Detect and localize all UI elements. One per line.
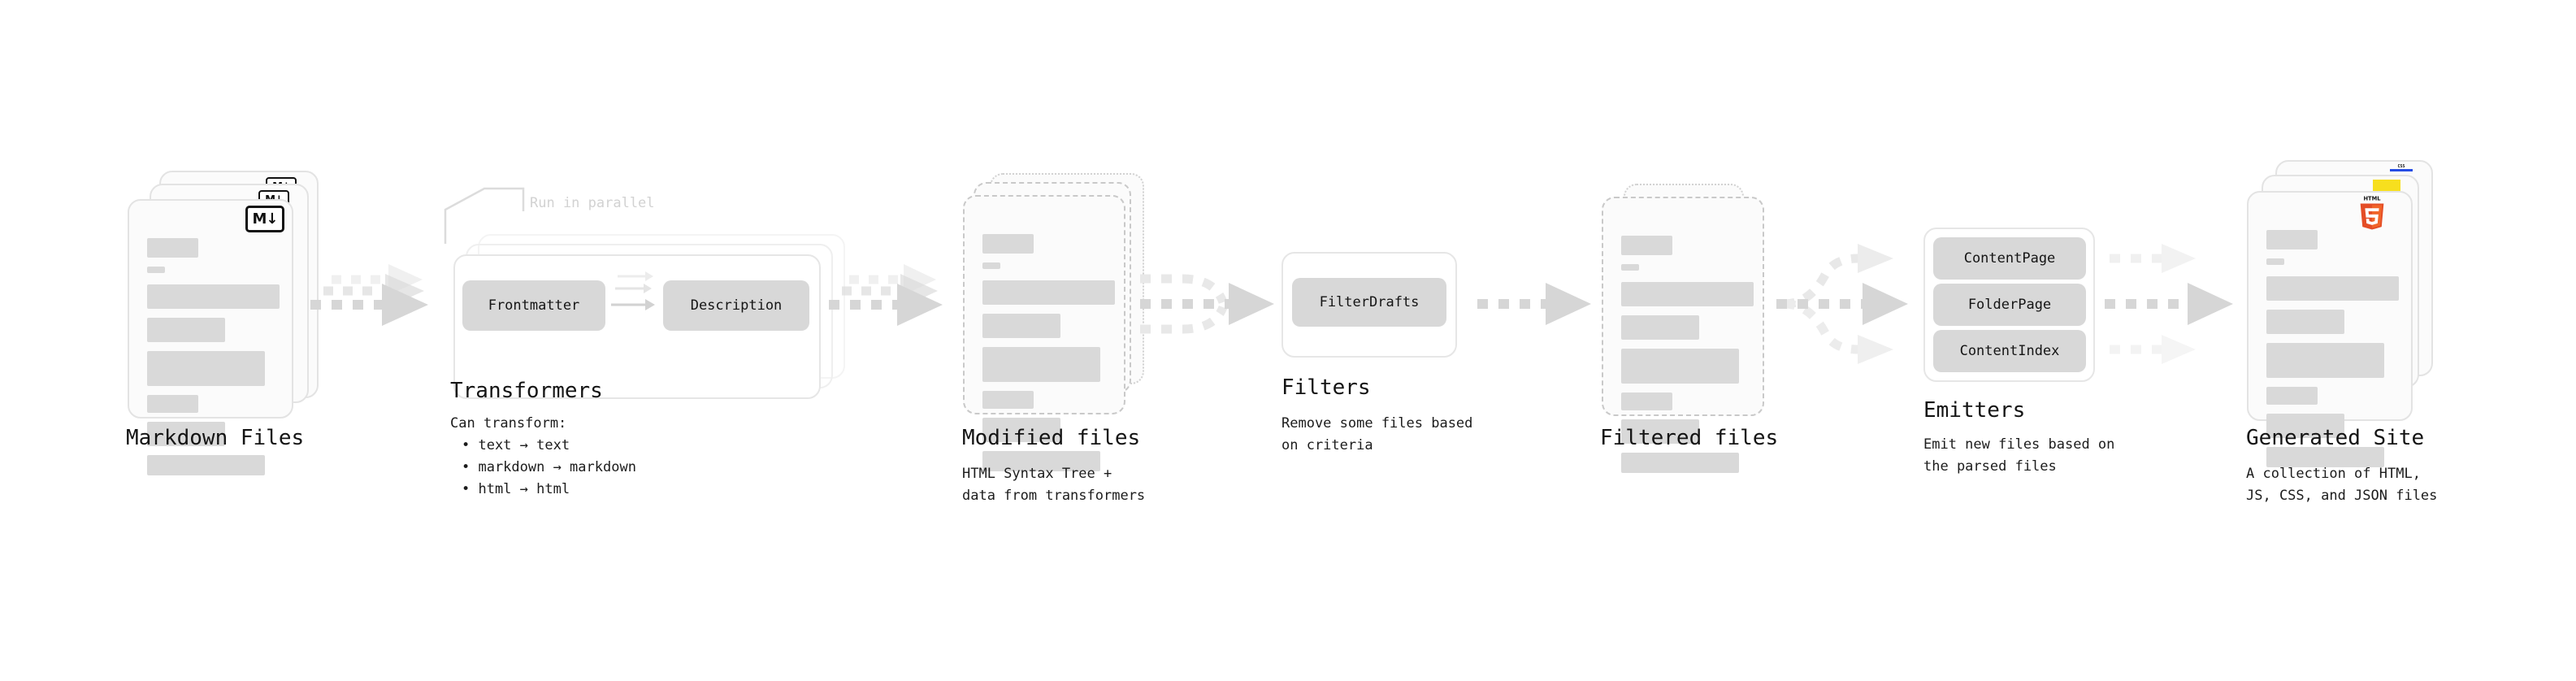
html5-icon: HTML xyxy=(2360,196,2384,230)
emitters-desc-2: the parsed files xyxy=(1923,458,2057,475)
generated-site-title: Generated Site xyxy=(2246,426,2425,450)
markdown-icon: M↓ xyxy=(245,206,284,232)
filters-desc-1: Remove some files based xyxy=(1281,415,1473,432)
connector-filters-to-filtered xyxy=(1477,283,1591,325)
transformers-bullet-0: • text → text xyxy=(462,437,570,453)
emitter-node-contentindex[interactable]: ContentIndex xyxy=(1933,330,2086,372)
transformer-node-frontmatter[interactable]: Frontmatter xyxy=(462,280,605,331)
modified-files-desc-2: data from transformers xyxy=(962,488,1146,504)
filtered-files-title: Filtered files xyxy=(1600,426,1779,450)
css-icon: CSS xyxy=(2390,164,2413,171)
card-skeleton-lines xyxy=(2266,230,2399,476)
emitter-node-folderpage[interactable]: FolderPage xyxy=(1933,284,2086,326)
transformer-node-description[interactable]: Description xyxy=(663,280,809,331)
card-skeleton-lines xyxy=(1621,236,1754,482)
markdown-files-title: Markdown Files xyxy=(126,426,305,450)
emitter-node-contentpage[interactable]: ContentPage xyxy=(1933,237,2086,280)
svg-text:HTML: HTML xyxy=(2363,196,2381,202)
card-skeleton-lines xyxy=(982,234,1115,480)
generated-site-desc-2: JS, CSS, and JSON files xyxy=(2246,488,2438,504)
connector-modified-to-filters xyxy=(1140,274,1274,334)
filtered-file-card-front xyxy=(1602,197,1764,473)
markdown-file-card-front xyxy=(128,199,293,475)
connector-transformers-to-modified xyxy=(829,264,943,326)
modified-file-card-front xyxy=(963,195,1125,471)
transformers-bullet-1: • markdown → markdown xyxy=(462,459,636,475)
filters-desc-2: on criteria xyxy=(1281,437,1373,453)
modified-files-title: Modified files xyxy=(962,426,1141,450)
transformers-intro: Can transform: xyxy=(450,415,567,432)
run-in-parallel-label: Run in parallel xyxy=(530,195,655,211)
connector-filtered-to-emitters xyxy=(1776,244,1908,364)
connector-markdown-to-transformers xyxy=(310,264,428,326)
transformers-title: Transformers xyxy=(450,379,603,403)
emitters-title: Emitters xyxy=(1923,398,2026,423)
generated-site-desc-1: A collection of HTML, xyxy=(2246,466,2421,482)
svg-text:CSS: CSS xyxy=(2397,164,2405,169)
connector-emitters-to-generated xyxy=(2105,244,2233,364)
javascript-icon xyxy=(2373,180,2400,193)
transformers-bullet-2: • html → html xyxy=(462,481,570,497)
generated-file-card-html xyxy=(2247,191,2413,467)
modified-files-desc-1: HTML Syntax Tree + xyxy=(962,466,1112,482)
emitters-desc-1: Emit new files based on xyxy=(1923,436,2115,453)
filters-title: Filters xyxy=(1281,375,1371,400)
card-skeleton-lines xyxy=(147,238,280,484)
filter-node-filterdrafts[interactable]: FilterDrafts xyxy=(1292,278,1446,327)
